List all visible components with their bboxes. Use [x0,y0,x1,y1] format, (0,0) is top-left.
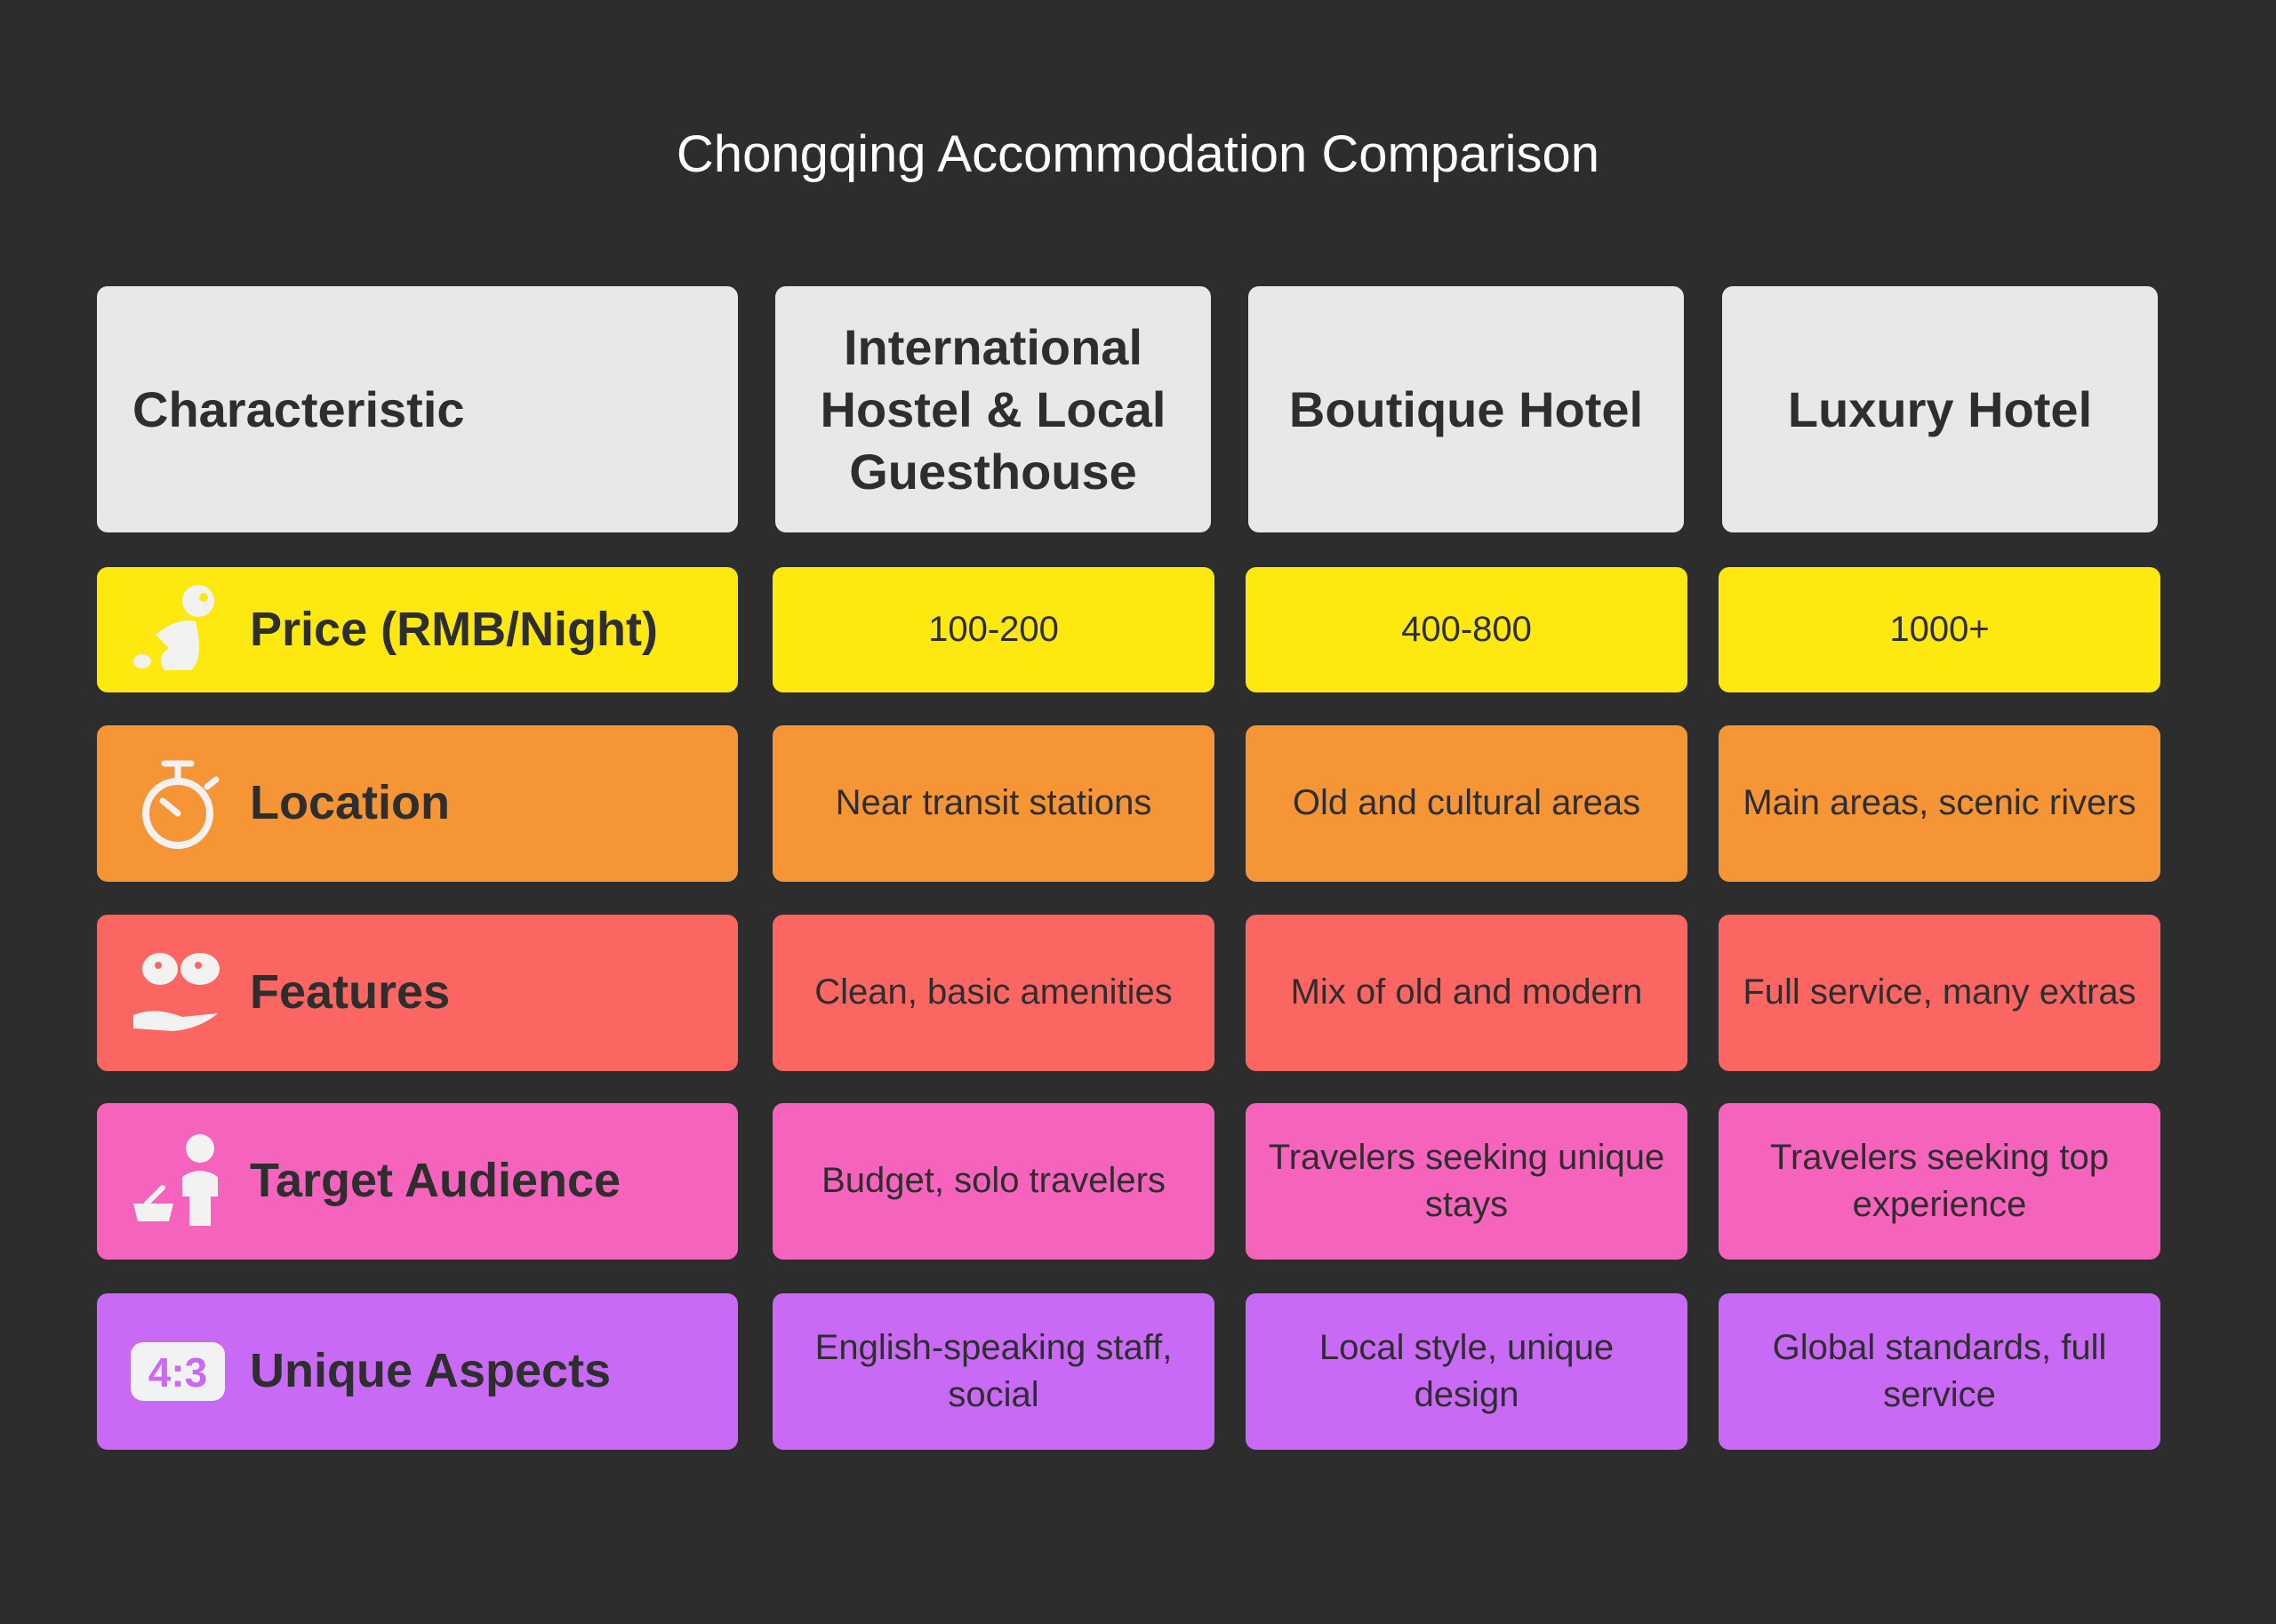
row-label-price: Price (RMB/Night) [97,567,738,692]
cell: Mix of old and modern [1246,915,1687,1071]
cell: Local style, unique design [1246,1293,1687,1450]
cell: Global standards, full service [1719,1293,2160,1450]
cell: English-speaking staff, social [773,1293,1214,1450]
cell: Clean, basic amenities [773,915,1214,1071]
rabbit-icon [133,584,214,670]
cell: Full service, many extras [1719,915,2160,1071]
page-title: Chongqing Accommodation Comparison [676,125,1600,183]
cell: 1000+ [1719,567,2160,692]
row-label-unique-aspects: 4:3 Unique Aspects [97,1293,738,1450]
svg-text:4:3: 4:3 [148,1349,207,1396]
hand-offering-icon [133,953,220,1031]
cell: Old and cultural areas [1246,725,1687,882]
header-luxury: Luxury Hotel [1722,286,2158,532]
row-label-target-audience: Target Audience [97,1103,738,1260]
cell: Near transit stations [773,725,1214,882]
cell: Travelers seeking top experience [1719,1103,2160,1260]
row-label-text: Target Audience [250,1154,621,1208]
aspect-ratio-icon: 4:3 [131,1342,225,1401]
row-label-text: Location [250,776,450,830]
cell: 100-200 [773,567,1214,692]
header-characteristic: Characteristic [97,286,738,532]
cell: 400-800 [1246,567,1687,692]
row-label-features: Features [97,915,738,1071]
cell: Travelers seeking unique stays [1246,1103,1687,1260]
header-hostel: International Hostel & Local Guesthouse [775,286,1211,532]
cell: Main areas, scenic rivers [1719,725,2160,882]
stopwatch-icon [142,760,220,849]
row-label-text: Features [250,965,451,1020]
row-label-location: Location [97,725,738,882]
header-boutique: Boutique Hotel [1248,286,1684,532]
row-label-text: Unique Aspects [250,1344,612,1398]
row-label-text: Price (RMB/Night) [250,602,658,656]
shopper-icon [133,1134,218,1226]
cell: Budget, solo travelers [773,1103,1214,1260]
